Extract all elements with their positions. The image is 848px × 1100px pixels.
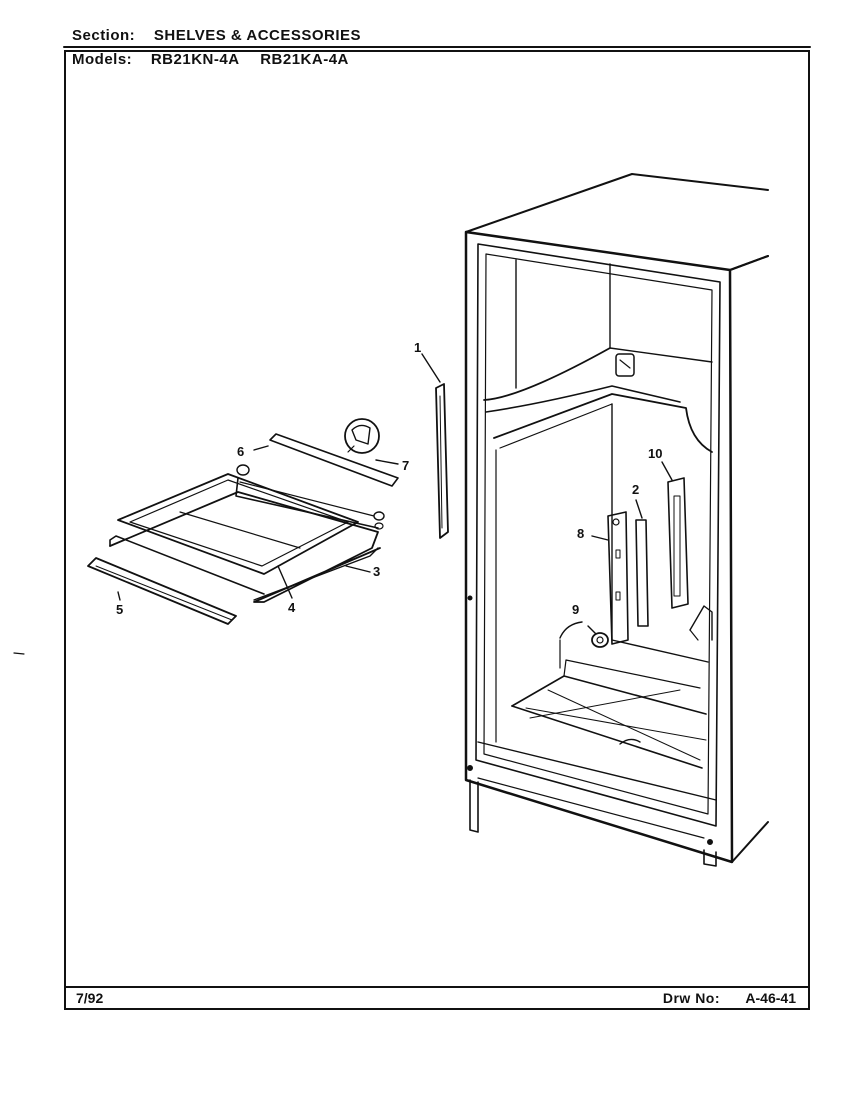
callout-label: 5 [116, 602, 123, 617]
models-label: Models: [72, 51, 133, 68]
model-number: RB21KA-4A [260, 51, 349, 68]
callout-label: 10 [648, 446, 662, 461]
drawing-number-label: Drw No: [662, 990, 721, 1006]
part-8-shelf-support [591, 511, 629, 645]
footer-rule [64, 986, 810, 988]
part-10-shelf-rail [661, 461, 689, 609]
refrigerator-cabinet [464, 173, 769, 867]
part-9-grommet [587, 625, 609, 648]
section-header: Section: SHELVES & ACCESSORIES [72, 27, 361, 44]
callout-label: 6 [237, 444, 244, 459]
callout-label: 9 [572, 602, 579, 617]
part-1-trim-strip [421, 353, 449, 539]
shelf-assembly [87, 418, 399, 625]
drawing-number-value: A-46-41 [745, 990, 796, 1006]
drawing-date: 7/92 [76, 990, 104, 1006]
callout-label: 2 [632, 482, 639, 497]
callout-label: 4 [288, 600, 296, 615]
callout-label: 7 [402, 458, 409, 473]
callout-label: 1 [414, 340, 421, 355]
section-value: SHELVES & ACCESSORIES [153, 27, 362, 44]
models-header: Models: RB21KN-4A RB21KA-4A [72, 51, 365, 68]
model-number: RB21KN-4A [150, 51, 240, 68]
callout-label: 3 [373, 564, 380, 579]
drawing-number: Drw No: A-46-41 [663, 990, 796, 1006]
callout-label: 8 [577, 526, 584, 541]
section-label: Section: [72, 27, 136, 44]
scan-mark [13, 652, 25, 655]
part-2-support-strip [635, 499, 649, 627]
drawing-frame [64, 50, 810, 1010]
